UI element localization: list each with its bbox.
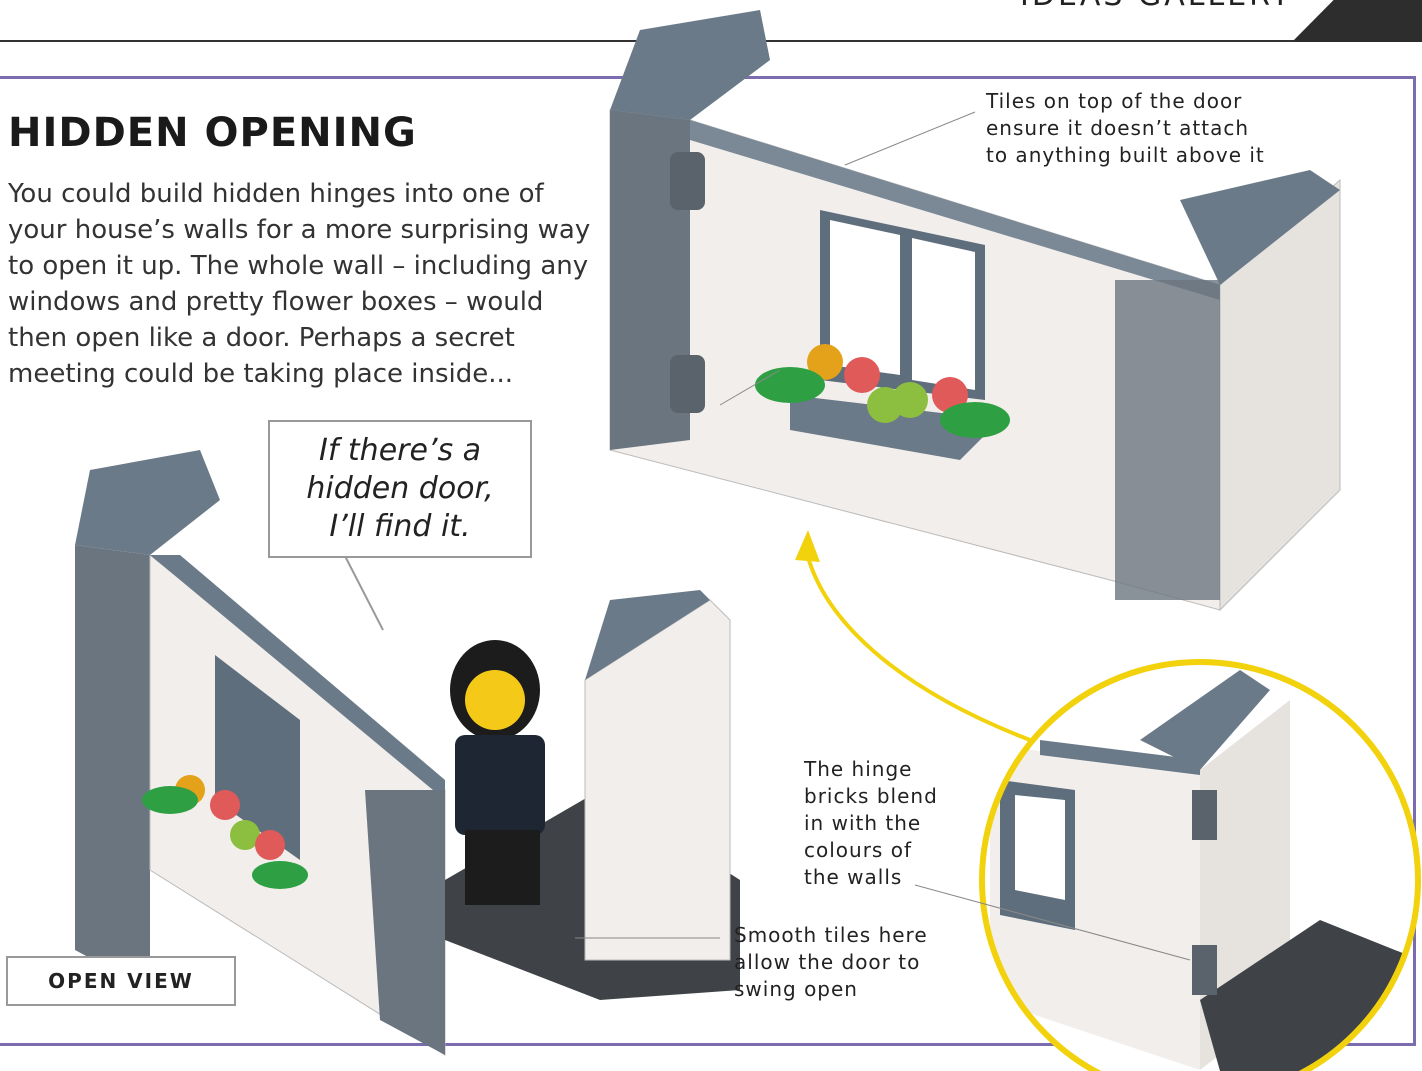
caption-line: swing open (734, 977, 858, 1001)
section-title: IDEAS GALLERY (1020, 0, 1292, 13)
speech-bubble: If there’s a hidden door, I’ll find it. (268, 420, 532, 558)
caption-line: colours of (804, 838, 912, 862)
caption-tiles-top: Tiles on top of the door ensure it doesn… (986, 88, 1286, 169)
bubble-line: I’ll find it. (329, 509, 471, 544)
open-wall-model (75, 450, 740, 1056)
caption-smooth-tiles: Smooth tiles here allow the door to swin… (734, 922, 954, 1003)
bubble-tail (344, 555, 384, 631)
page-title: HIDDEN OPENING (8, 110, 417, 156)
caption-hinge-bricks: The hinge bricks blend in with the colou… (804, 756, 954, 891)
caption-line: to anything built above it (986, 143, 1265, 167)
caption-line: ensure it doesn’t attach (986, 116, 1250, 140)
caption-line: in with the (804, 811, 922, 835)
closed-wall-model (609, 10, 1341, 612)
caption-line: the walls (804, 865, 903, 889)
caption-line: allow the door to (734, 950, 921, 974)
caption-line: bricks blend (804, 784, 938, 808)
bubble-line: If there’s a (318, 433, 482, 468)
open-view-label: OPEN VIEW (6, 956, 236, 1006)
hinge-detail-zoom (795, 530, 1421, 1071)
bubble-line: hidden door, (306, 471, 494, 506)
caption-line: Tiles on top of the door (986, 89, 1243, 113)
caption-line: Smooth tiles here (734, 923, 928, 947)
caption-line: The hinge (804, 757, 913, 781)
body-text: You could build hidden hinges into one o… (8, 179, 591, 389)
